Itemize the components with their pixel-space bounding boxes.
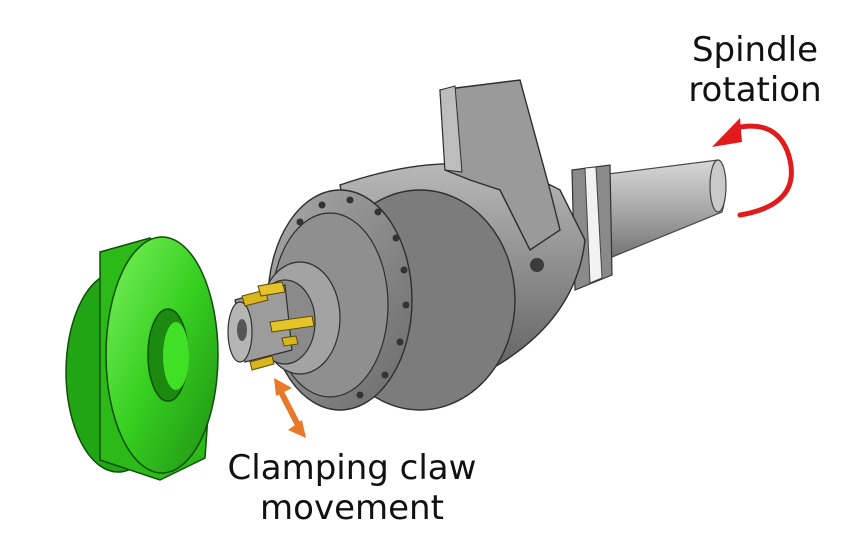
spindle-rotation-label: Spindle rotation	[660, 30, 850, 110]
workpiece-flange	[65, 236, 219, 481]
clamping-claw-label: Clamping claw movement	[222, 448, 482, 528]
claw-label-line2: movement	[260, 488, 444, 528]
claw-label-line1: Clamping claw	[227, 448, 477, 488]
clamping-claws	[241, 281, 315, 371]
clamping-claw-movement-arrow	[274, 378, 306, 438]
spindle-rotation-arrow	[712, 118, 794, 218]
collet-nose	[227, 261, 341, 375]
tool-shank-cone	[571, 159, 727, 291]
spindle-label-line2: rotation	[688, 70, 822, 110]
spindle-label-line1: Spindle	[691, 30, 819, 70]
